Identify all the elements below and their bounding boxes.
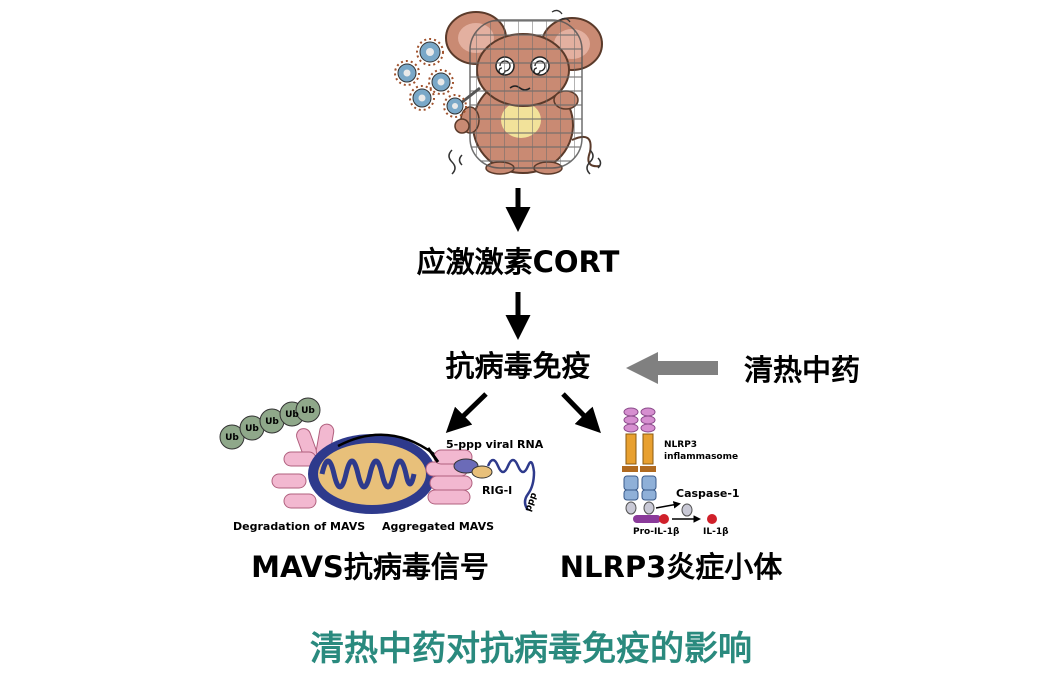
label-pro-il-1b: Pro-IL-1β <box>633 527 680 537</box>
ub-label-3: Ub <box>265 417 279 427</box>
label-il-1b: IL-1β <box>703 527 729 537</box>
ub-label-1: Ub <box>225 433 239 443</box>
label-ppp: ppp <box>523 491 539 513</box>
ub-label-2: Ub <box>245 424 259 434</box>
figure-caption: 清热中药对抗病毒免疫的影响 <box>310 629 752 669</box>
label-nlrp3: NLRP3 <box>664 440 697 450</box>
stressed-mouse-illustration <box>445 9 603 175</box>
virus-particles-icon <box>394 38 467 118</box>
node-mavs-signal: MAVS抗病毒信号 <box>251 550 489 584</box>
node-herbal-medicine: 清热中药 <box>744 353 860 387</box>
mavs-pathway-illustration: Ub Ub Ub Ub Ub <box>219 397 536 514</box>
arrow-immunity-to-nlrp3 <box>561 392 601 434</box>
label-viral-rna: 5-ppp viral RNA <box>446 438 544 451</box>
label-aggregated-mavs: Aggregated MAVS <box>382 520 494 533</box>
node-stress-hormone: 应激激素CORT <box>417 245 620 279</box>
label-caspase-1: Caspase-1 <box>676 487 740 500</box>
arrow-immunity-to-mavs <box>445 392 488 433</box>
node-nlrp3: NLRP3炎症小体 <box>560 550 784 584</box>
node-antiviral-immunity: 抗病毒免疫 <box>445 349 590 383</box>
label-degradation-mavs: Degradation of MAVS <box>233 520 365 533</box>
ub-label-4: Ub <box>285 410 299 420</box>
nlrp3-inflammasome-illustration <box>622 407 717 524</box>
ub-label-5: Ub <box>301 406 315 416</box>
ubiquitin-chain-icon <box>219 397 321 450</box>
label-inflammasome: inflammasome <box>664 452 738 462</box>
arrow-herbal-to-immunity <box>626 352 718 384</box>
label-rig-i: RIG-I <box>482 484 512 497</box>
